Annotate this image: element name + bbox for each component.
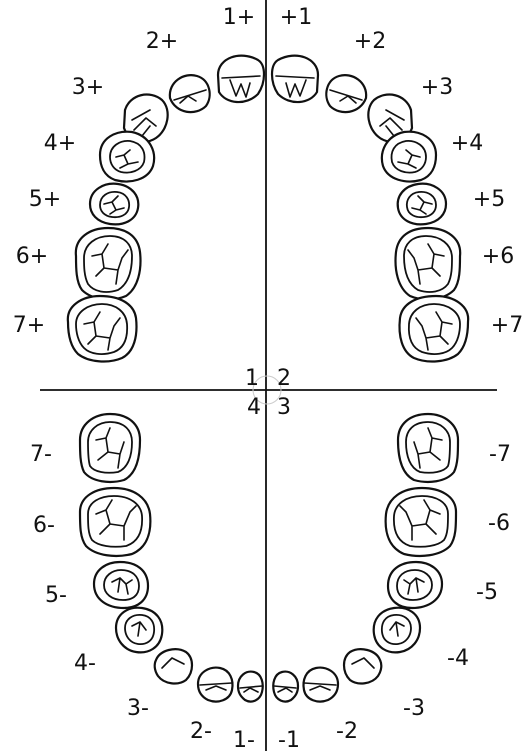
tooth-lower-right-2 — [304, 668, 339, 702]
tooth-lower-left-5 — [94, 562, 148, 608]
tooth-lower-right-5 — [388, 562, 442, 608]
tooth-label-upper-left-2: 2+ — [146, 29, 178, 54]
tooth-upper-left-1 — [218, 56, 264, 102]
tooth-upper-right-1 — [272, 56, 318, 102]
tooth-label-upper-right-5: +5 — [473, 187, 505, 212]
tooth-upper-right-4 — [382, 132, 436, 182]
tooth-label-lower-left-6: 6- — [33, 513, 55, 538]
tooth-lower-right-6 — [386, 488, 456, 556]
tooth-upper-right-2 — [326, 75, 366, 112]
tooth-lower-right-1 — [273, 672, 298, 702]
tooth-label-upper-left-1: 1+ — [223, 5, 255, 30]
quadrant-2-label: 2 — [277, 366, 291, 391]
tooth-upper-left-6 — [76, 228, 141, 299]
quadrant-3-label: 3 — [277, 395, 291, 420]
tooth-lower-right-4 — [374, 608, 420, 653]
tooth-label-lower-right-2: -2 — [336, 719, 358, 744]
tooth-label-lower-left-1: 1- — [233, 728, 255, 751]
tooth-label-lower-right-3: -3 — [403, 696, 425, 721]
tooth-label-upper-right-2: +2 — [354, 29, 386, 54]
tooth-lower-right-7 — [398, 414, 458, 482]
tooth-label-upper-left-4: 4+ — [44, 131, 76, 156]
quadrant-4-label: 4 — [247, 395, 261, 420]
tooth-lower-left-3 — [155, 649, 192, 683]
tooth-label-lower-right-7: -7 — [489, 442, 511, 467]
tooth-upper-left-2 — [170, 75, 210, 112]
tooth-lower-left-2 — [198, 668, 233, 702]
tooth-label-upper-left-3: 3+ — [72, 75, 104, 100]
tooth-upper-left-5 — [90, 184, 138, 225]
tooth-label-lower-right-1: -1 — [278, 728, 300, 751]
tooth-label-lower-left-3: 3- — [127, 696, 149, 721]
tooth-label-upper-left-5: 5+ — [29, 187, 61, 212]
quadrant-1-label: 1 — [245, 366, 259, 391]
tooth-label-lower-right-5: -5 — [476, 580, 498, 605]
tooth-label-upper-left-6: 6+ — [16, 244, 48, 269]
tooth-label-lower-left-2: 2- — [190, 719, 212, 744]
tooth-lower-left-6 — [80, 488, 150, 556]
tooth-upper-right-5 — [398, 184, 446, 225]
tooth-label-upper-left-7: 7+ — [13, 313, 45, 338]
tooth-label-lower-left-7: 7- — [30, 442, 52, 467]
tooth-label-lower-left-4: 4- — [74, 651, 96, 676]
tooth-lower-left-4 — [116, 608, 162, 653]
tooth-upper-left-4 — [100, 132, 154, 182]
tooth-label-upper-right-4: +4 — [451, 131, 483, 156]
tooth-upper-left-7 — [68, 296, 137, 361]
tooth-upper-right-7 — [400, 296, 469, 361]
tooth-label-lower-right-6: -6 — [488, 511, 510, 536]
tooth-lower-left-7 — [80, 414, 140, 482]
tooth-upper-right-6 — [396, 228, 461, 299]
tooth-label-upper-right-1: +1 — [280, 5, 312, 30]
tooth-label-lower-right-4: -4 — [447, 646, 469, 671]
tooth-label-lower-left-5: 5- — [45, 583, 67, 608]
tooth-label-upper-right-3: +3 — [421, 75, 453, 100]
tooth-lower-right-3 — [344, 649, 381, 683]
tooth-label-upper-right-6: +6 — [482, 244, 514, 269]
tooth-lower-left-1 — [238, 672, 263, 702]
tooth-label-upper-right-7: +7 — [491, 313, 523, 338]
